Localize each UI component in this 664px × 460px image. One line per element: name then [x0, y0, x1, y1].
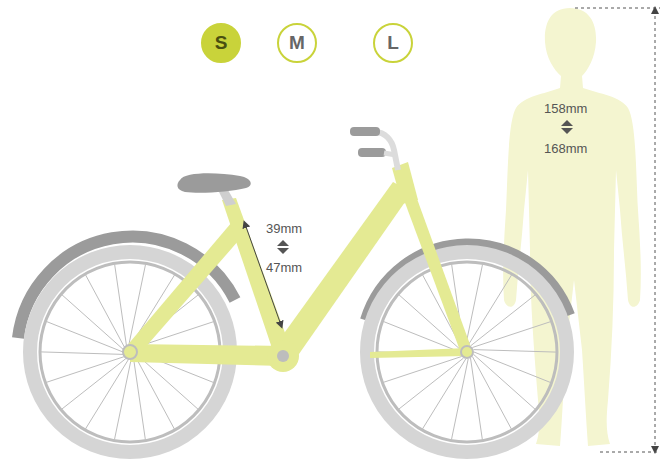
range-symbol — [277, 240, 289, 254]
front-hub — [461, 346, 473, 358]
spoke — [471, 358, 483, 440]
spoke — [451, 359, 468, 440]
spoke — [399, 358, 464, 409]
height-top-guide — [575, 8, 660, 9]
size-button-selected: S — [201, 23, 241, 63]
height-max: 168mm — [544, 142, 587, 155]
rear-hub — [123, 345, 137, 359]
seat-tube-dimension — [245, 224, 281, 325]
spoke — [114, 359, 131, 440]
spoke — [466, 264, 483, 345]
spoke — [472, 356, 511, 429]
dimension-min: 39mm — [266, 222, 302, 235]
spoke — [474, 350, 556, 352]
size-letter: S — [215, 32, 228, 54]
person-silhouette — [503, 8, 641, 446]
size-button: L — [373, 23, 413, 63]
saddle — [177, 173, 250, 192]
size-button: M — [277, 23, 317, 63]
height-bottom-guide — [600, 452, 660, 453]
spoke — [62, 358, 127, 409]
range-symbol — [561, 120, 573, 134]
crank — [277, 350, 289, 362]
spoke — [135, 356, 174, 429]
size-letter: M — [289, 32, 305, 54]
grip-lower — [358, 148, 386, 157]
size-letter: L — [387, 32, 399, 54]
spoke — [115, 264, 127, 346]
spoke — [471, 295, 536, 346]
spoke — [383, 356, 461, 382]
spoke — [468, 275, 511, 345]
dimension-max: 47mm — [266, 261, 302, 274]
spoke — [85, 359, 128, 429]
seat-post — [218, 190, 236, 206]
spoke — [422, 359, 465, 429]
spoke — [383, 321, 460, 352]
spoke — [474, 352, 551, 383]
handlebar-lower — [384, 153, 396, 155]
spoke — [474, 354, 536, 409]
front-tire — [367, 252, 567, 452]
spoke — [472, 322, 550, 348]
spoke — [62, 295, 124, 350]
grip-upper — [350, 127, 380, 136]
bike-frame — [125, 162, 472, 372]
height-min: 158mm — [544, 102, 587, 115]
height-dimension-line — [655, 10, 656, 450]
spoke — [41, 352, 123, 354]
spoke — [46, 356, 124, 382]
spoke — [46, 321, 123, 352]
spoke — [134, 358, 146, 440]
spoke — [86, 275, 125, 348]
